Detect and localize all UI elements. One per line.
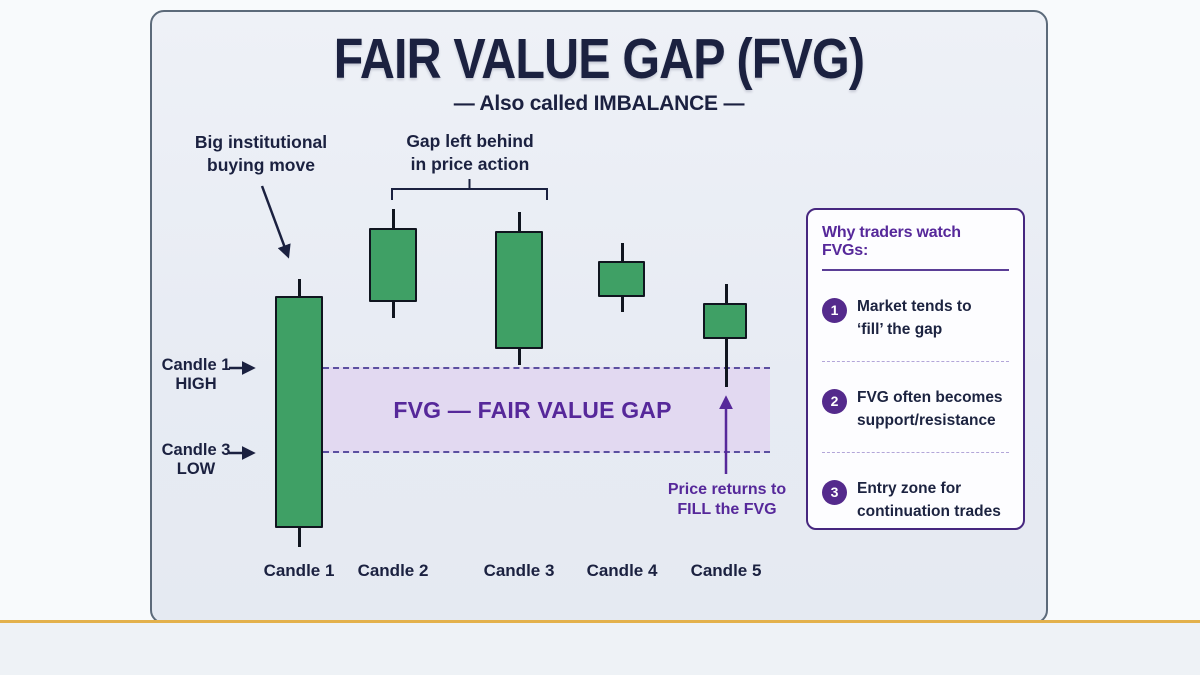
candle-4-label: Candle 4 bbox=[586, 561, 658, 580]
panel-item-2-text: FVG often becomes support/resistance bbox=[857, 389, 1003, 429]
candle-2-body bbox=[369, 228, 417, 302]
page-title: FAIR VALUE GAP (FVG) bbox=[333, 27, 865, 91]
candle-4-body bbox=[598, 261, 645, 297]
annotation-institutional-move: Big institutional buying move bbox=[194, 132, 328, 175]
panel-divider-1 bbox=[822, 361, 1009, 362]
annotation-candle3-low: Candle 3 LOW bbox=[161, 441, 231, 478]
candle-5-label: Candle 5 bbox=[690, 561, 762, 580]
panel-title: Why traders watch FVGs: bbox=[822, 224, 961, 259]
page-subtitle: — Also called IMBALANCE — bbox=[453, 92, 745, 115]
panel-item-3: 3 Entry zone for continuation trades bbox=[822, 477, 1009, 523]
panel-item-3-text: Entry zone for continuation trades bbox=[857, 480, 1001, 520]
panel-divider-2 bbox=[822, 452, 1009, 453]
fvg-zone-label: FVG — FAIR VALUE GAP bbox=[393, 397, 672, 423]
candle-1-label: Candle 1 bbox=[263, 561, 335, 580]
footer-bar: stocktechnicals.in For educational purpo… bbox=[0, 623, 1200, 675]
fvg-zone: FVG — FAIR VALUE GAP bbox=[323, 367, 770, 453]
candle-3-label: Candle 3 bbox=[483, 561, 555, 580]
panel-item-1-text: Market tends to ‘fill’ the gap bbox=[857, 298, 972, 338]
candle-1-body bbox=[275, 296, 323, 528]
annotation-candle1-high: Candle 1 HIGH bbox=[161, 356, 231, 393]
candle-3-body bbox=[495, 231, 543, 349]
annotation-price-returns: Price returns to FILL the FVG bbox=[667, 481, 787, 518]
badge-3: 3 bbox=[822, 480, 847, 505]
panel-title-underline bbox=[822, 269, 1009, 271]
badge-2: 2 bbox=[822, 389, 847, 414]
candle-2-label: Candle 2 bbox=[357, 561, 429, 580]
panel-item-2: 2 FVG often becomes support/resistance bbox=[822, 386, 1009, 432]
annotation-gap-left-behind: Gap left behind in price action bbox=[406, 131, 534, 174]
footer-accent-line bbox=[0, 620, 1200, 623]
badge-1: 1 bbox=[822, 298, 847, 323]
panel-item-1: 1 Market tends to ‘fill’ the gap bbox=[822, 295, 1009, 341]
why-traders-panel: Why traders watch FVGs: 1 Market tends t… bbox=[806, 208, 1025, 530]
candle-5-body bbox=[703, 303, 747, 339]
